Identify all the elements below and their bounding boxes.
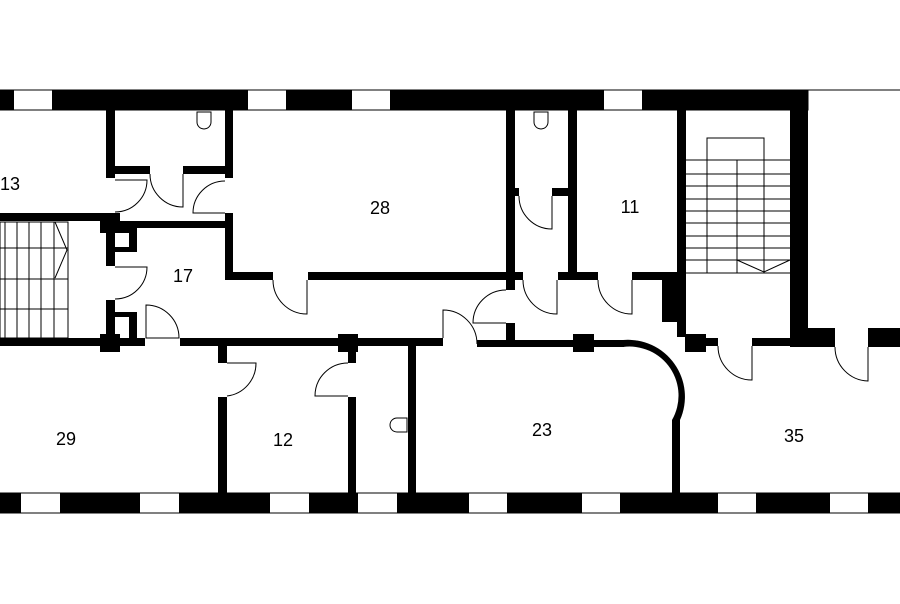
stairs-left <box>0 221 69 339</box>
room-13-label: 13 <box>0 174 20 194</box>
stairs-right <box>686 137 791 274</box>
room-12-label: 12 <box>273 430 293 450</box>
room-29-label: 29 <box>56 429 76 449</box>
bottom-outer-wall <box>0 492 900 514</box>
toilet-icon <box>196 111 549 433</box>
doors <box>114 173 869 397</box>
room-labels: 13 28 17 11 29 12 23 35 <box>0 174 804 450</box>
interior-walls <box>0 90 900 493</box>
room-35-label: 35 <box>784 426 804 446</box>
room-11-label: 11 <box>621 197 640 217</box>
room-28-label: 28 <box>370 198 390 218</box>
stair-arrow-icon <box>54 221 68 279</box>
stair-arrow-icon <box>736 259 791 273</box>
top-outer-wall <box>0 89 900 111</box>
room-17-label: 17 <box>173 266 193 286</box>
room-23-label: 23 <box>532 420 552 440</box>
